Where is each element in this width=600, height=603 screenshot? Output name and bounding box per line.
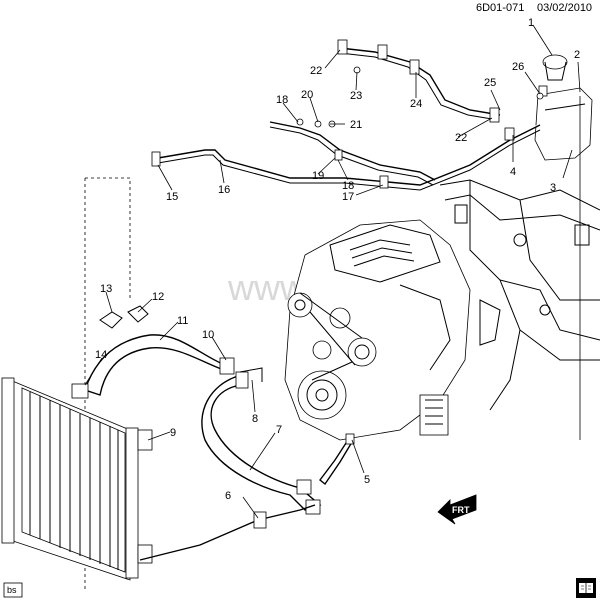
front-arrow-label: FRT xyxy=(452,505,470,515)
front-direction-arrow-icon: FRT xyxy=(437,494,477,525)
callout-9: 9 xyxy=(170,427,176,439)
callout-7: 7 xyxy=(276,424,282,436)
corner-tag: bs xyxy=(3,582,23,598)
callout-23: 23 xyxy=(350,90,362,102)
radiator xyxy=(1,377,153,581)
callout-21: 21 xyxy=(350,119,362,131)
coolant-reservoir xyxy=(534,54,593,161)
callout-26: 26 xyxy=(512,61,524,73)
callout-25: 25 xyxy=(484,77,496,89)
corner-tag-text: bs xyxy=(7,585,17,595)
callout-10: 10 xyxy=(202,329,214,341)
callout-12: 12 xyxy=(152,291,164,303)
callout-14: 14 xyxy=(95,349,107,361)
callout-15: 15 xyxy=(166,191,178,203)
callout-6: 6 xyxy=(225,490,231,502)
diagram-header: 6D01-071 03/02/2010 xyxy=(476,2,592,14)
callout-22-lower: 22 xyxy=(455,132,467,144)
diagram-code: 6D01-071 xyxy=(476,2,524,14)
callout-19: 19 xyxy=(312,170,324,182)
engine-assembly xyxy=(284,219,471,441)
callout-20: 20 xyxy=(301,89,313,101)
lower-radiator-hose xyxy=(139,367,355,561)
callout-5: 5 xyxy=(364,474,370,486)
callout-2: 2 xyxy=(574,49,580,61)
callout-13: 13 xyxy=(100,283,112,295)
upper-radiator-hose xyxy=(71,305,235,399)
callout-11: 11 xyxy=(177,315,188,327)
callout-18-lower: 18 xyxy=(342,180,354,192)
callout-22-upper: 22 xyxy=(310,65,322,77)
callout-8: 8 xyxy=(252,413,258,425)
book-icon xyxy=(576,578,596,598)
diagram-date: 03/02/2010 xyxy=(537,2,592,14)
callout-18-upper: 18 xyxy=(276,94,288,106)
upper-coolant-lines xyxy=(151,39,544,191)
callout-1: 1 xyxy=(528,17,534,29)
callout-24: 24 xyxy=(410,98,422,110)
callout-3: 3 xyxy=(550,182,556,194)
callout-labels: 1 2 3 4 5 6 7 8 9 10 11 12 13 14 15 16 1… xyxy=(95,17,580,502)
callout-16: 16 xyxy=(218,184,230,196)
body-structure xyxy=(439,179,600,411)
callout-4: 4 xyxy=(510,166,516,178)
leader-lines xyxy=(84,24,581,519)
callout-17: 17 xyxy=(342,191,354,203)
